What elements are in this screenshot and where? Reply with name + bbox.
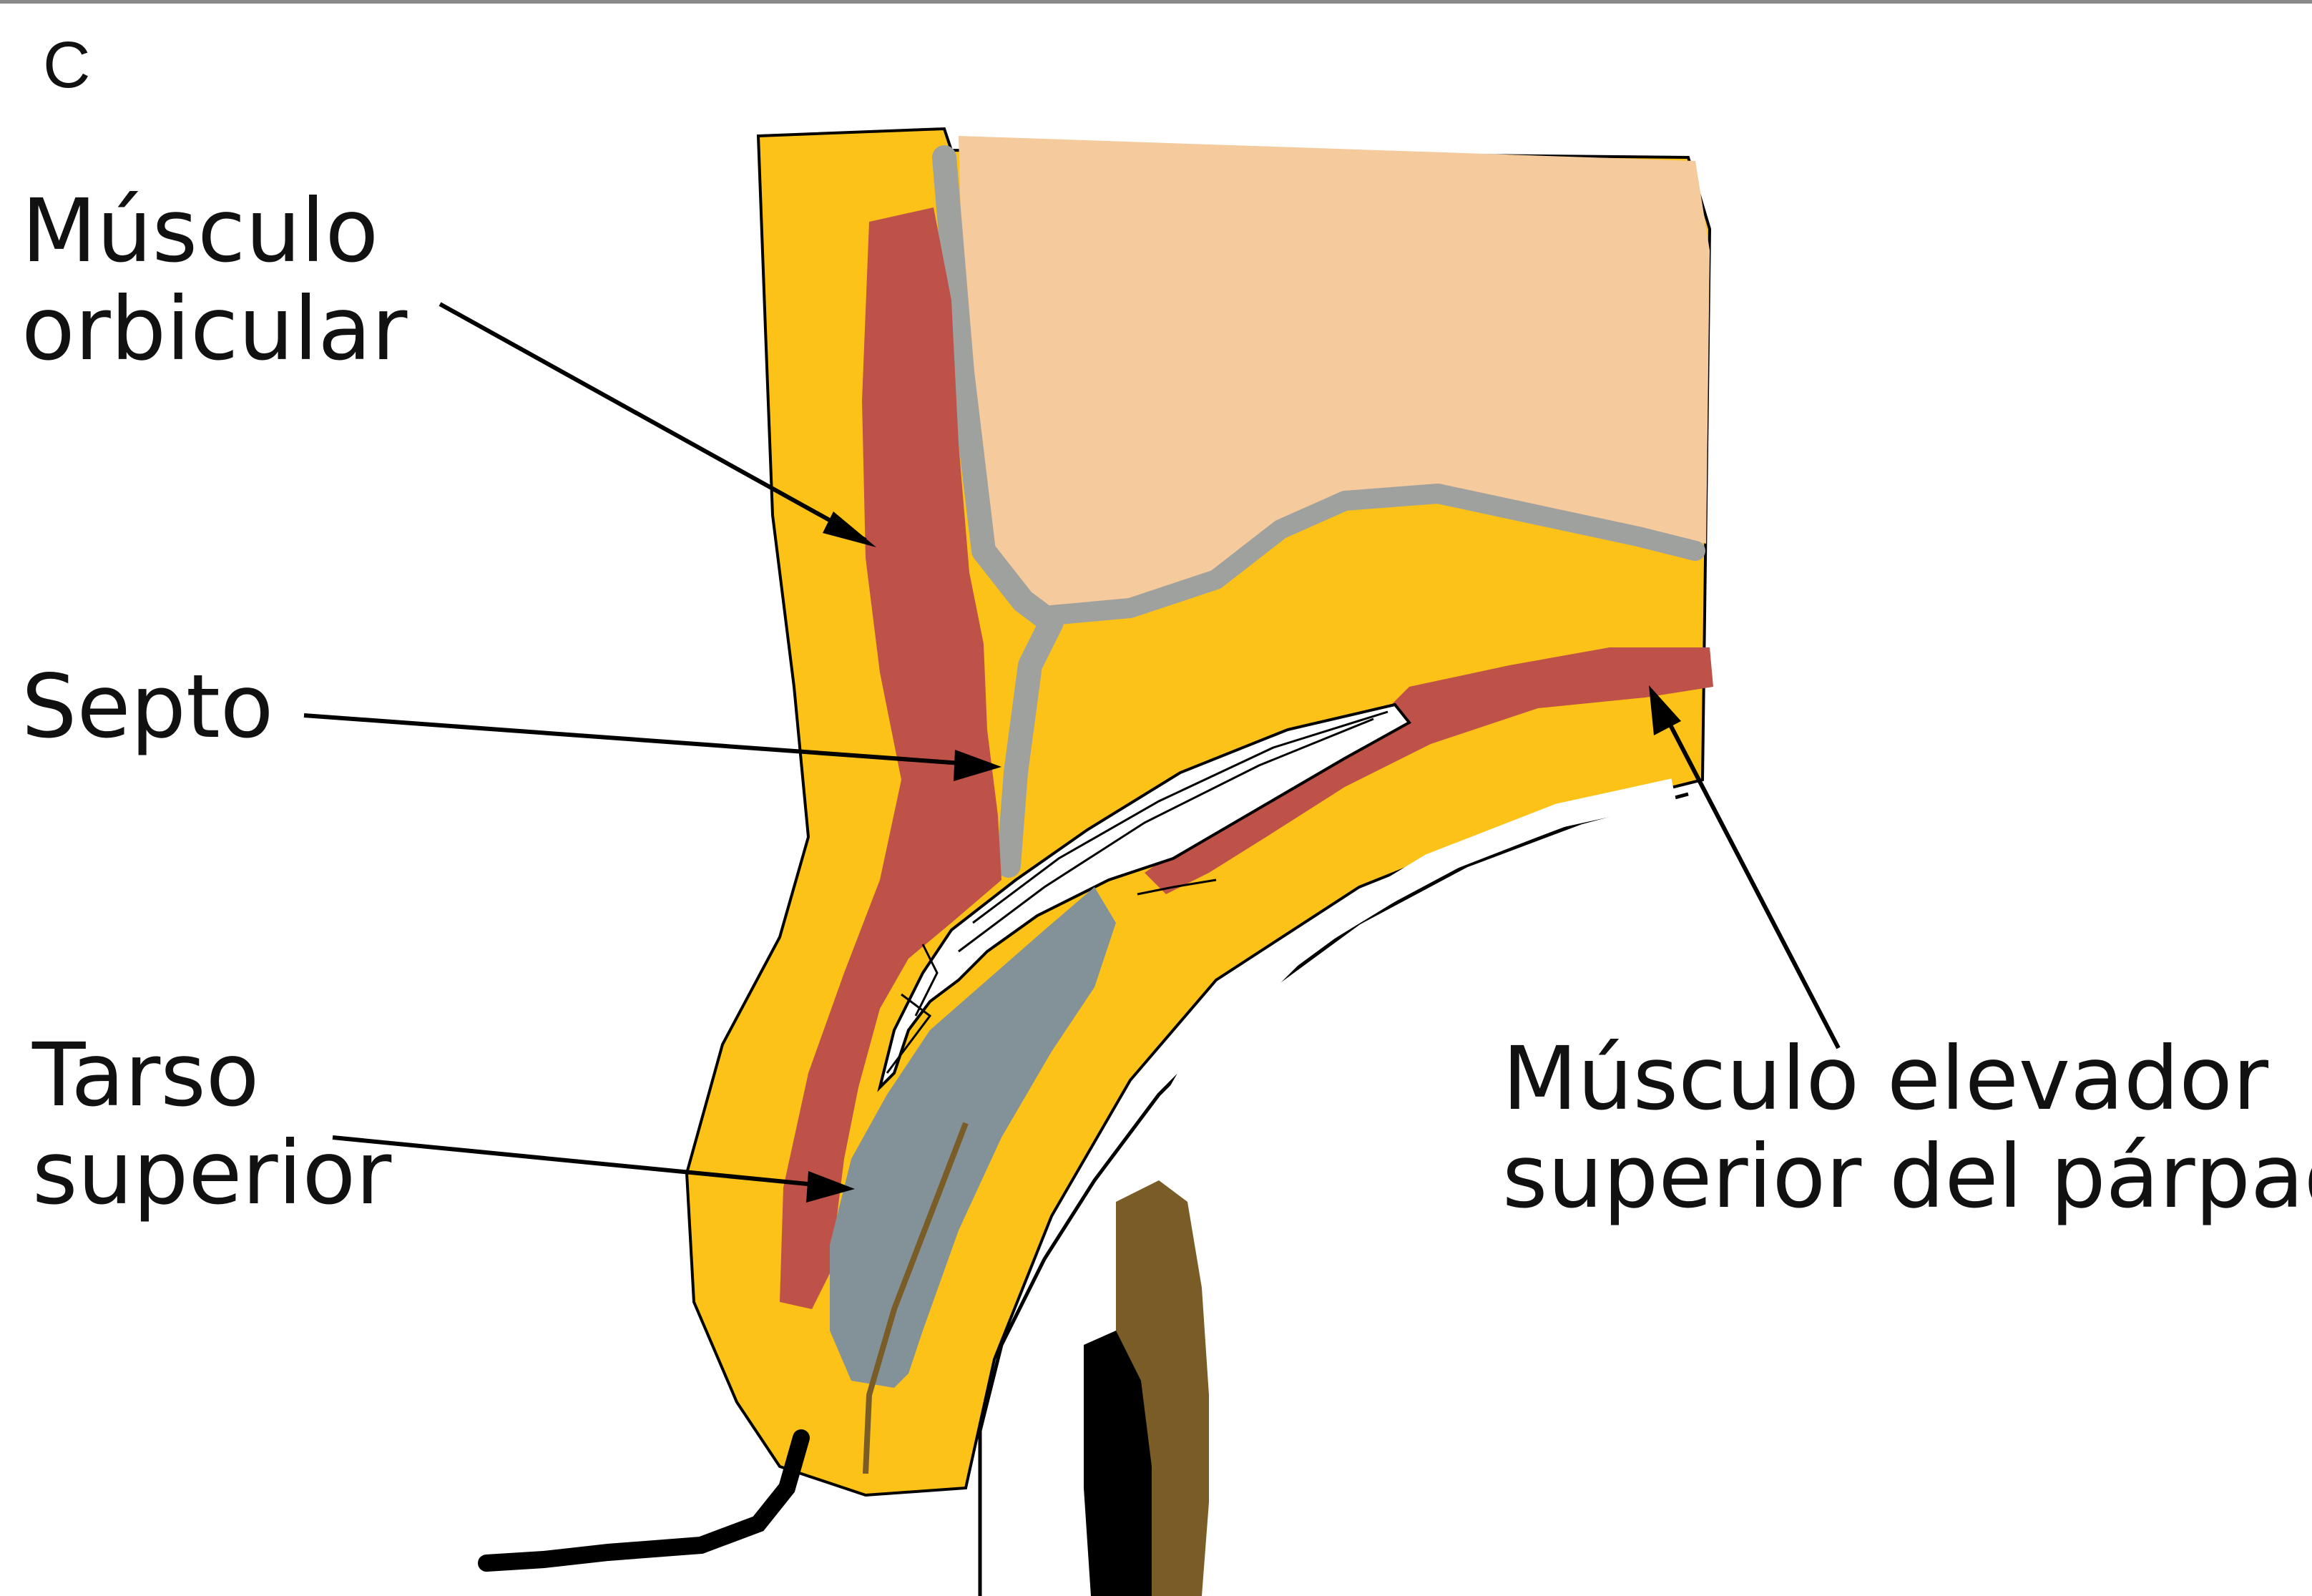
label-tarso-superior: Tarso superior: [32, 1027, 391, 1222]
label-tarso-line1: Tarso: [32, 1027, 391, 1125]
arrow-elevador: [1656, 697, 1838, 1048]
label-orbicular-line1: Músculo: [21, 182, 407, 280]
panel-letter: C: [43, 29, 90, 102]
label-tarso-line2: superior: [32, 1125, 391, 1223]
label-musculo-elevador: Músculo elevador superior del párpado: [1502, 1030, 2312, 1225]
label-elevador-line2: superior del párpado: [1502, 1128, 2312, 1226]
label-musculo-orbicular: Músculo orbicular: [21, 182, 407, 378]
label-orbicular-line2: orbicular: [21, 280, 407, 378]
label-septo: Septo: [21, 658, 273, 756]
lid-skin-curl: [486, 1438, 801, 1563]
label-elevador-line1: Músculo elevador: [1502, 1030, 2312, 1128]
